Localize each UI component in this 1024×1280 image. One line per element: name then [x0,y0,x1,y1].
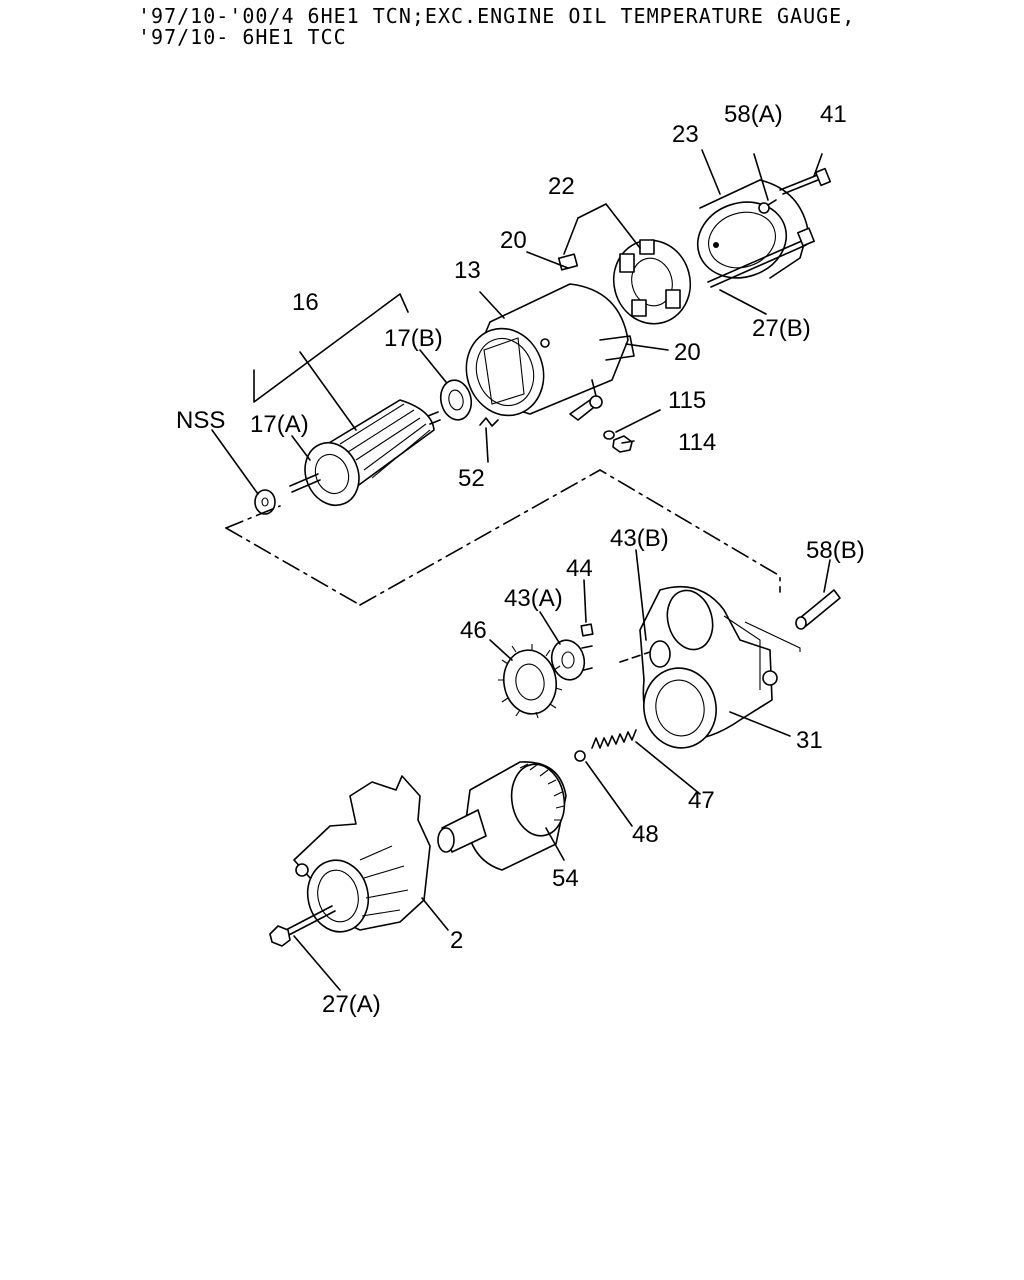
callout-41: 41 [820,101,847,128]
callout-31: 31 [796,727,823,754]
applicability-line-2: '97/10- 6HE1 TCC [138,25,347,49]
spring-47 [591,729,637,749]
callout-43a: 43(A) [504,585,563,612]
callout-23: 23 [672,121,699,148]
through-bolt-27b [707,227,815,288]
callout-52: 52 [458,465,485,492]
drive-housing-2 [293,775,431,933]
callout-2: 2 [450,927,463,954]
washer-nss [254,489,276,515]
gear-43a [550,639,593,681]
callout-17b: 17(B) [384,325,443,352]
callout-46: 46 [460,617,487,644]
ball-48 [574,750,586,762]
callout-20-upper: 20 [500,227,527,254]
callout-44: 44 [566,555,593,582]
spring-52 [479,417,499,427]
callout-20-lower: 20 [674,339,701,366]
pinion-clutch-54 [437,761,567,871]
callout-43b: 43(B) [610,525,669,552]
callout-114: 114 [678,429,716,456]
shaft-43b [619,640,671,668]
callout-16: 16 [292,289,319,316]
yoke-13 [465,283,635,417]
armature-16 [289,399,441,507]
center-housing-31 [639,586,801,749]
pin-44 [580,623,594,637]
callout-48: 48 [632,821,659,848]
callout-47: 47 [688,787,715,814]
nut-114 [612,435,633,453]
assembly-line-left [225,527,361,606]
washer-115 [603,430,615,440]
bearing-17b [439,379,473,421]
rear-cover-23 [696,179,809,279]
bolt-27a [269,905,336,947]
callout-58b: 58(B) [806,537,865,564]
callout-nss: NSS [176,407,225,434]
callout-13: 13 [454,257,481,284]
terminal-bracket [569,379,603,421]
screw-58b [795,589,841,630]
brush-holder-22 [612,239,692,325]
callout-27a: 27(A) [322,991,381,1018]
callout-115: 115 [668,387,706,414]
leader-lines [211,149,831,991]
callout-22: 22 [548,173,575,200]
callout-58a: 58(A) [724,101,783,128]
callout-27b: 27(B) [752,315,811,342]
applicability-line-1: '97/10-'00/4 6HE1 TCN;EXC.ENGINE OIL TEM… [138,4,856,28]
callout-17a: 17(A) [250,411,309,438]
screw-58a [758,199,777,214]
gear-46 [498,644,563,719]
assembly-line-upper [225,469,781,606]
bolt-41 [779,167,832,195]
callout-54: 54 [552,865,579,892]
